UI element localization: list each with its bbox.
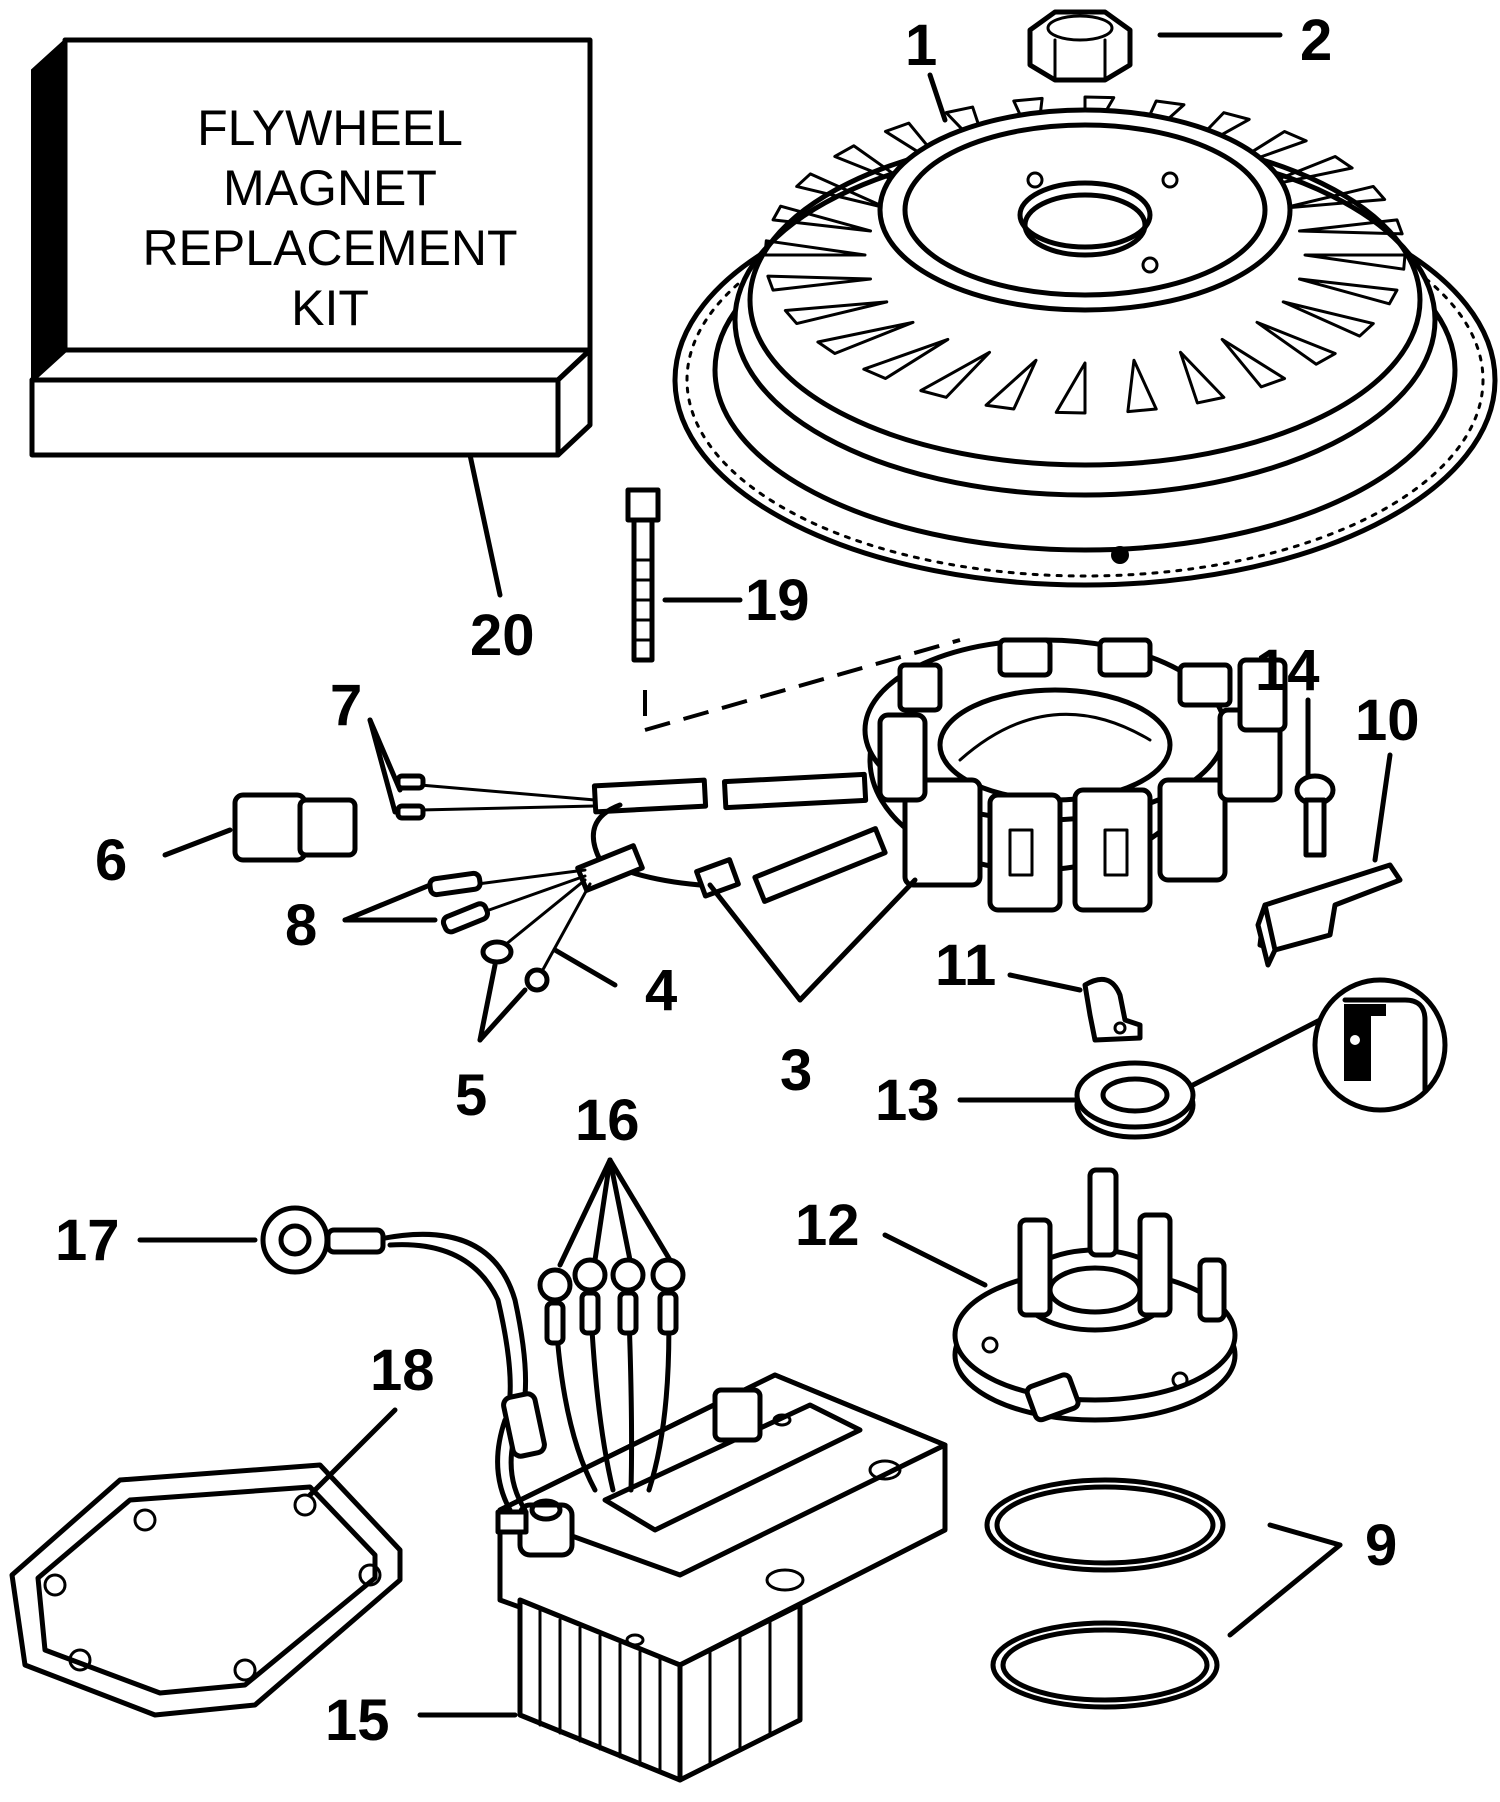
power-pack xyxy=(495,1372,948,1783)
wire-clip xyxy=(1255,862,1403,968)
callout-9: 9 xyxy=(1365,1513,1397,1578)
power-pack-wires xyxy=(260,1205,686,1513)
cable-clamp xyxy=(1082,976,1143,1043)
kit-label-line-1: FLYWHEEL xyxy=(197,100,463,156)
gasket xyxy=(9,1462,403,1718)
callout-labels: 1 2 3 4 5 6 7 8 9 10 11 12 13 14 15 16 1… xyxy=(55,8,1420,1753)
stator xyxy=(862,637,1288,913)
bushing-cross-section-detail xyxy=(1312,977,1448,1113)
callout-13: 13 xyxy=(875,1068,940,1133)
callout-15: 15 xyxy=(325,1688,390,1753)
o-rings xyxy=(984,1477,1226,1710)
timer-base xyxy=(952,1167,1238,1423)
callout-1: 1 xyxy=(905,13,937,78)
callout-14: 14 xyxy=(1255,638,1320,703)
leader-lines xyxy=(137,32,1393,1718)
wire-connector xyxy=(232,792,358,863)
callout-6: 6 xyxy=(95,828,127,893)
callout-2: 2 xyxy=(1300,8,1332,73)
kit-label-line-4: KIT xyxy=(291,280,369,336)
clamp-screw xyxy=(1294,773,1336,858)
screw-alignment-line xyxy=(643,638,961,733)
callout-11: 11 xyxy=(935,933,996,998)
callout-17: 17 xyxy=(55,1208,120,1273)
callout-20: 20 xyxy=(470,603,535,668)
kit-label-line-2: MAGNET xyxy=(223,160,437,216)
callout-7: 7 xyxy=(330,673,362,738)
flywheel-nut xyxy=(1027,9,1133,83)
stator-screw xyxy=(625,487,661,663)
callout-18: 18 xyxy=(370,1338,435,1403)
bushing xyxy=(1074,1060,1196,1140)
wiring-harness xyxy=(395,771,888,993)
callout-10: 10 xyxy=(1355,688,1420,753)
flywheel xyxy=(672,95,1498,588)
callout-19: 19 xyxy=(745,568,810,633)
kit-label-line-3: REPLACEMENT xyxy=(142,220,517,276)
callout-8: 8 xyxy=(285,893,317,958)
callout-5: 5 xyxy=(455,1063,487,1128)
callout-4: 4 xyxy=(645,958,677,1023)
callout-16: 16 xyxy=(575,1088,640,1153)
magnet-replacement-kit-box: FLYWHEEL MAGNET REPLACEMENT KIT xyxy=(29,37,593,458)
callout-12: 12 xyxy=(795,1193,860,1258)
callout-3: 3 xyxy=(780,1038,812,1103)
